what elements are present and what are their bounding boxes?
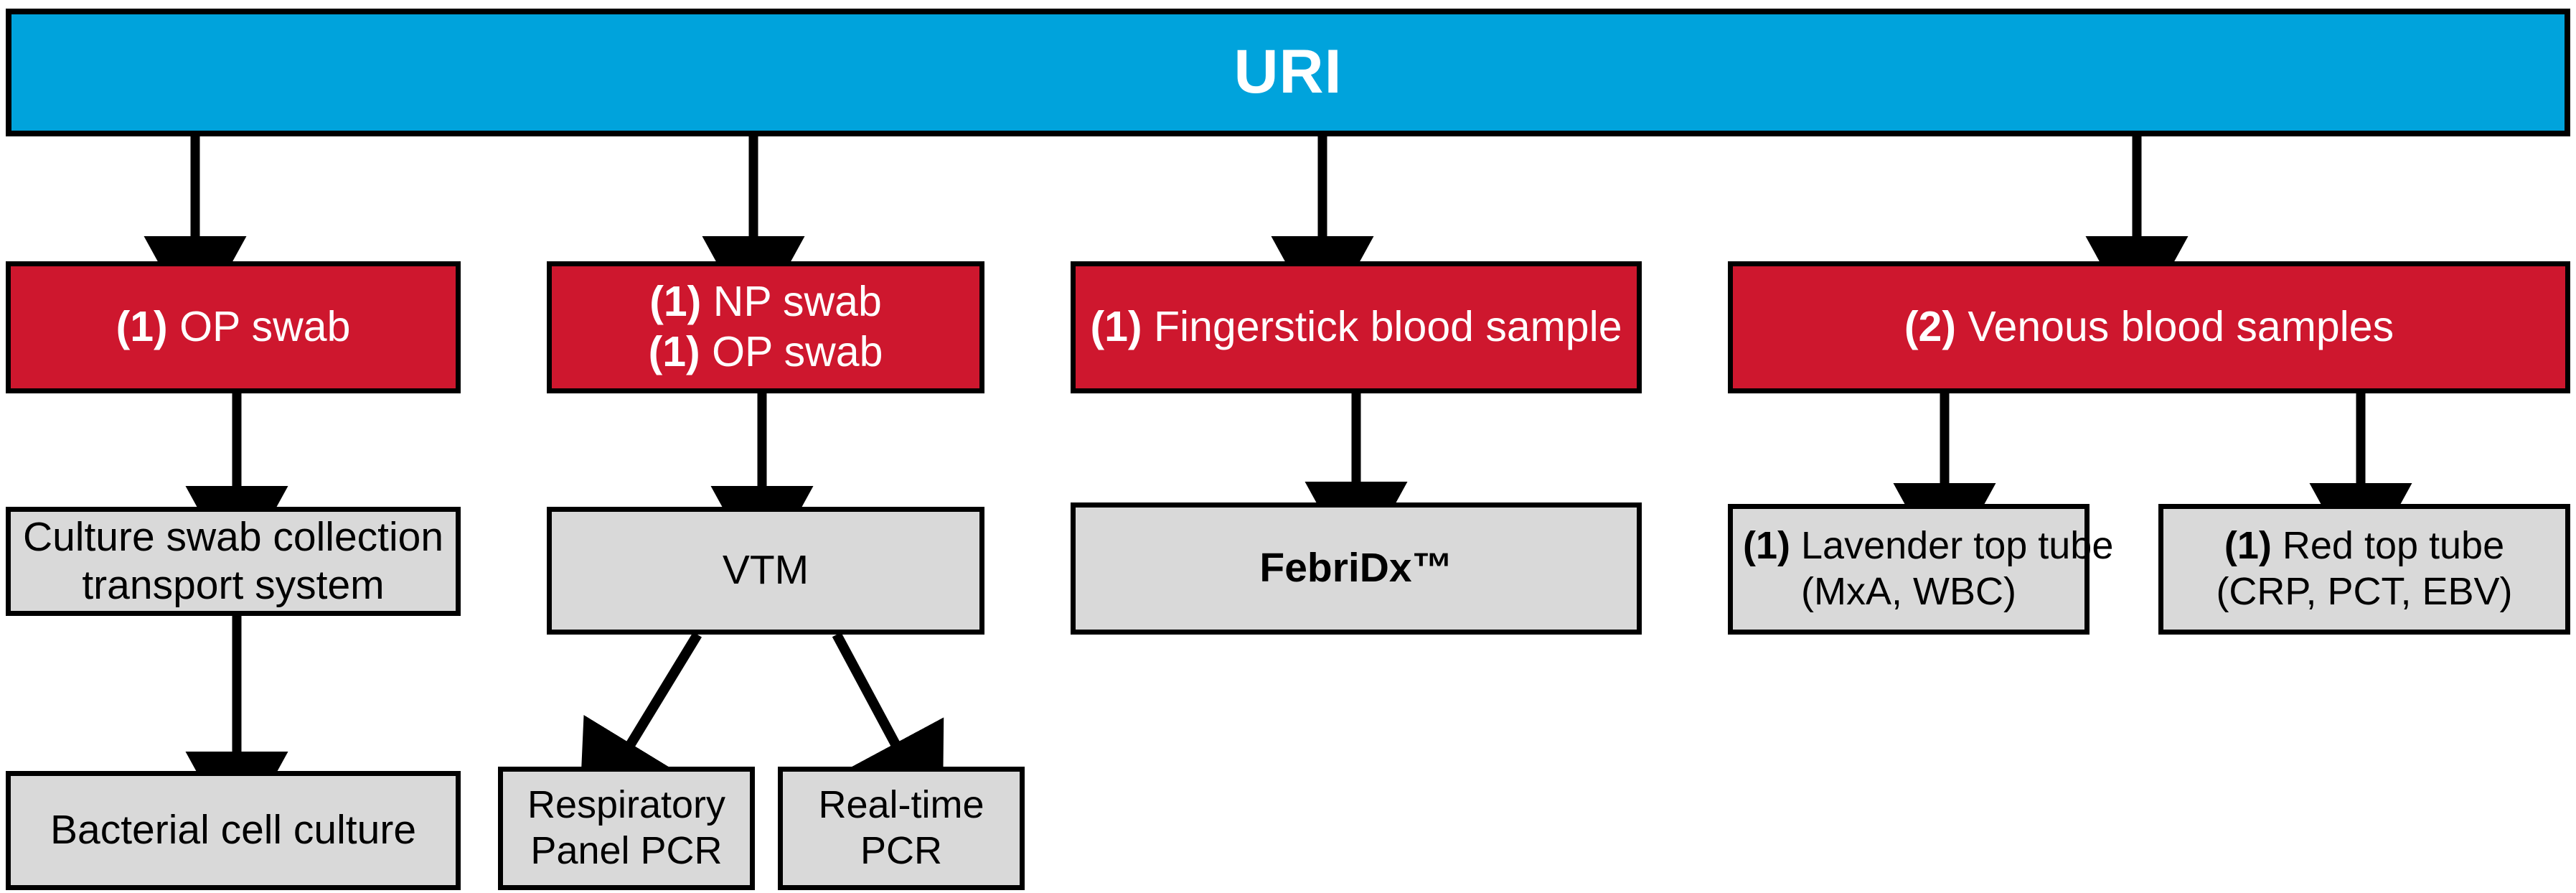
- sample-box-op-swab[interactable]: (1) OP swab: [6, 261, 461, 393]
- sample-np-swab-line: (1) NP swab: [562, 277, 969, 327]
- test-box-culture-swab-transport[interactable]: Culture swab collection transport system: [6, 507, 461, 616]
- test-vtm-label: VTM: [722, 547, 809, 594]
- test-febridx-lines: FebriDx™: [1076, 544, 1637, 592]
- test-box-vtm[interactable]: VTM: [547, 507, 984, 635]
- result-box-bacterial-cell-culture[interactable]: Bacterial cell culture: [6, 771, 461, 890]
- sample-op-swab-line-2: (1) OP swab: [562, 327, 969, 378]
- sample-fingerstick-line: (1) Fingerstick blood sample: [1086, 302, 1627, 352]
- sample-fingerstick-count: (1): [1090, 303, 1142, 351]
- result-real-time-pcr-line-1: Real-time: [818, 783, 984, 827]
- result-bacterial-culture-lines: Bacterial cell culture: [11, 806, 456, 854]
- edge-vtm-to-respiratory-panel-pcr: [578, 632, 702, 830]
- sample-fingerstick-text: Fingerstick blood sample: [1153, 303, 1622, 351]
- sample-box-venous-blood[interactable]: (2) Venous blood samples: [1728, 261, 2570, 393]
- result-real-time-pcr-line-2: PCR: [860, 829, 942, 872]
- sample-box-fingerstick-blood[interactable]: (1) Fingerstick blood sample: [1071, 261, 1642, 393]
- test-lavender-lines: (1) Lavender top tube (MxA, WBC): [1733, 523, 2113, 614]
- test-lavender-line-2: (MxA, WBC): [1801, 570, 2016, 613]
- sample-venous-lines: (2) Venous blood samples: [1733, 302, 2565, 352]
- test-vtm-lines: VTM: [552, 546, 979, 594]
- test-lavender-count: (1): [1743, 524, 1790, 568]
- sample-op-swab-count: (1): [116, 303, 168, 351]
- edge-vtm-to-real-time-pcr: [832, 632, 944, 833]
- sample-op-swab-text: OP swab: [179, 303, 351, 351]
- sample-op-swab-line-1: (1) OP swab: [21, 302, 446, 352]
- test-box-febridx[interactable]: FebriDx™: [1071, 502, 1642, 635]
- test-lavender-text: Lavender top tube: [1801, 524, 2114, 568]
- sample-np-swab-text: NP swab: [713, 278, 882, 326]
- test-red-tube-count: (1): [2224, 524, 2272, 568]
- sample-box-np-op-swab[interactable]: (1) NP swab (1) OP swab: [547, 261, 984, 393]
- test-febridx-label: FebriDx™: [1259, 545, 1453, 592]
- test-lavender-line-1: (1) Lavender top tube: [1743, 523, 2113, 569]
- header-uri-label: URI: [1233, 37, 1343, 107]
- result-real-time-pcr-lines: Real-time PCR: [783, 782, 1020, 874]
- test-red-tube-lines: (1) Red top tube (CRP, PCT, EBV): [2163, 523, 2565, 614]
- sample-venous-text: Venous blood samples: [1968, 303, 2394, 351]
- test-culture-transport-lines: Culture swab collection transport system: [11, 513, 456, 610]
- sample-op-swab-count-2: (1): [648, 328, 700, 375]
- sample-op-swab-text-2: OP swab: [712, 328, 883, 375]
- result-box-real-time-pcr[interactable]: Real-time PCR: [778, 767, 1025, 890]
- header-uri-box: URI: [6, 9, 2570, 136]
- result-respiratory-pcr-lines: Respiratory Panel PCR: [503, 782, 750, 874]
- test-red-tube-line-2: (CRP, PCT, EBV): [2216, 570, 2513, 613]
- sample-venous-line: (2) Venous blood samples: [1743, 302, 2555, 352]
- test-red-tube-line-1: (1) Red top tube: [2173, 523, 2555, 569]
- sample-fingerstick-lines: (1) Fingerstick blood sample: [1076, 302, 1637, 352]
- sample-np-op-swab-lines: (1) NP swab (1) OP swab: [552, 277, 979, 377]
- test-culture-transport-line-1: Culture swab collection: [22, 513, 444, 560]
- sample-np-swab-count: (1): [649, 278, 702, 326]
- test-box-lavender-top-tube[interactable]: (1) Lavender top tube (MxA, WBC): [1728, 504, 2113, 635]
- test-red-tube-text: Red top tube: [2282, 524, 2505, 568]
- result-respiratory-pcr-line-1: Respiratory: [527, 783, 726, 827]
- result-box-respiratory-panel-pcr[interactable]: Respiratory Panel PCR: [498, 767, 755, 890]
- test-box-red-top-tube[interactable]: (1) Red top tube (CRP, PCT, EBV): [2158, 504, 2570, 635]
- result-bacterial-culture-label: Bacterial cell culture: [50, 807, 417, 854]
- test-culture-transport-line-2: transport system: [82, 562, 385, 608]
- result-respiratory-pcr-line-2: Panel PCR: [530, 829, 723, 872]
- sample-op-swab-lines: (1) OP swab: [11, 302, 456, 352]
- sample-venous-count: (2): [1904, 303, 1956, 351]
